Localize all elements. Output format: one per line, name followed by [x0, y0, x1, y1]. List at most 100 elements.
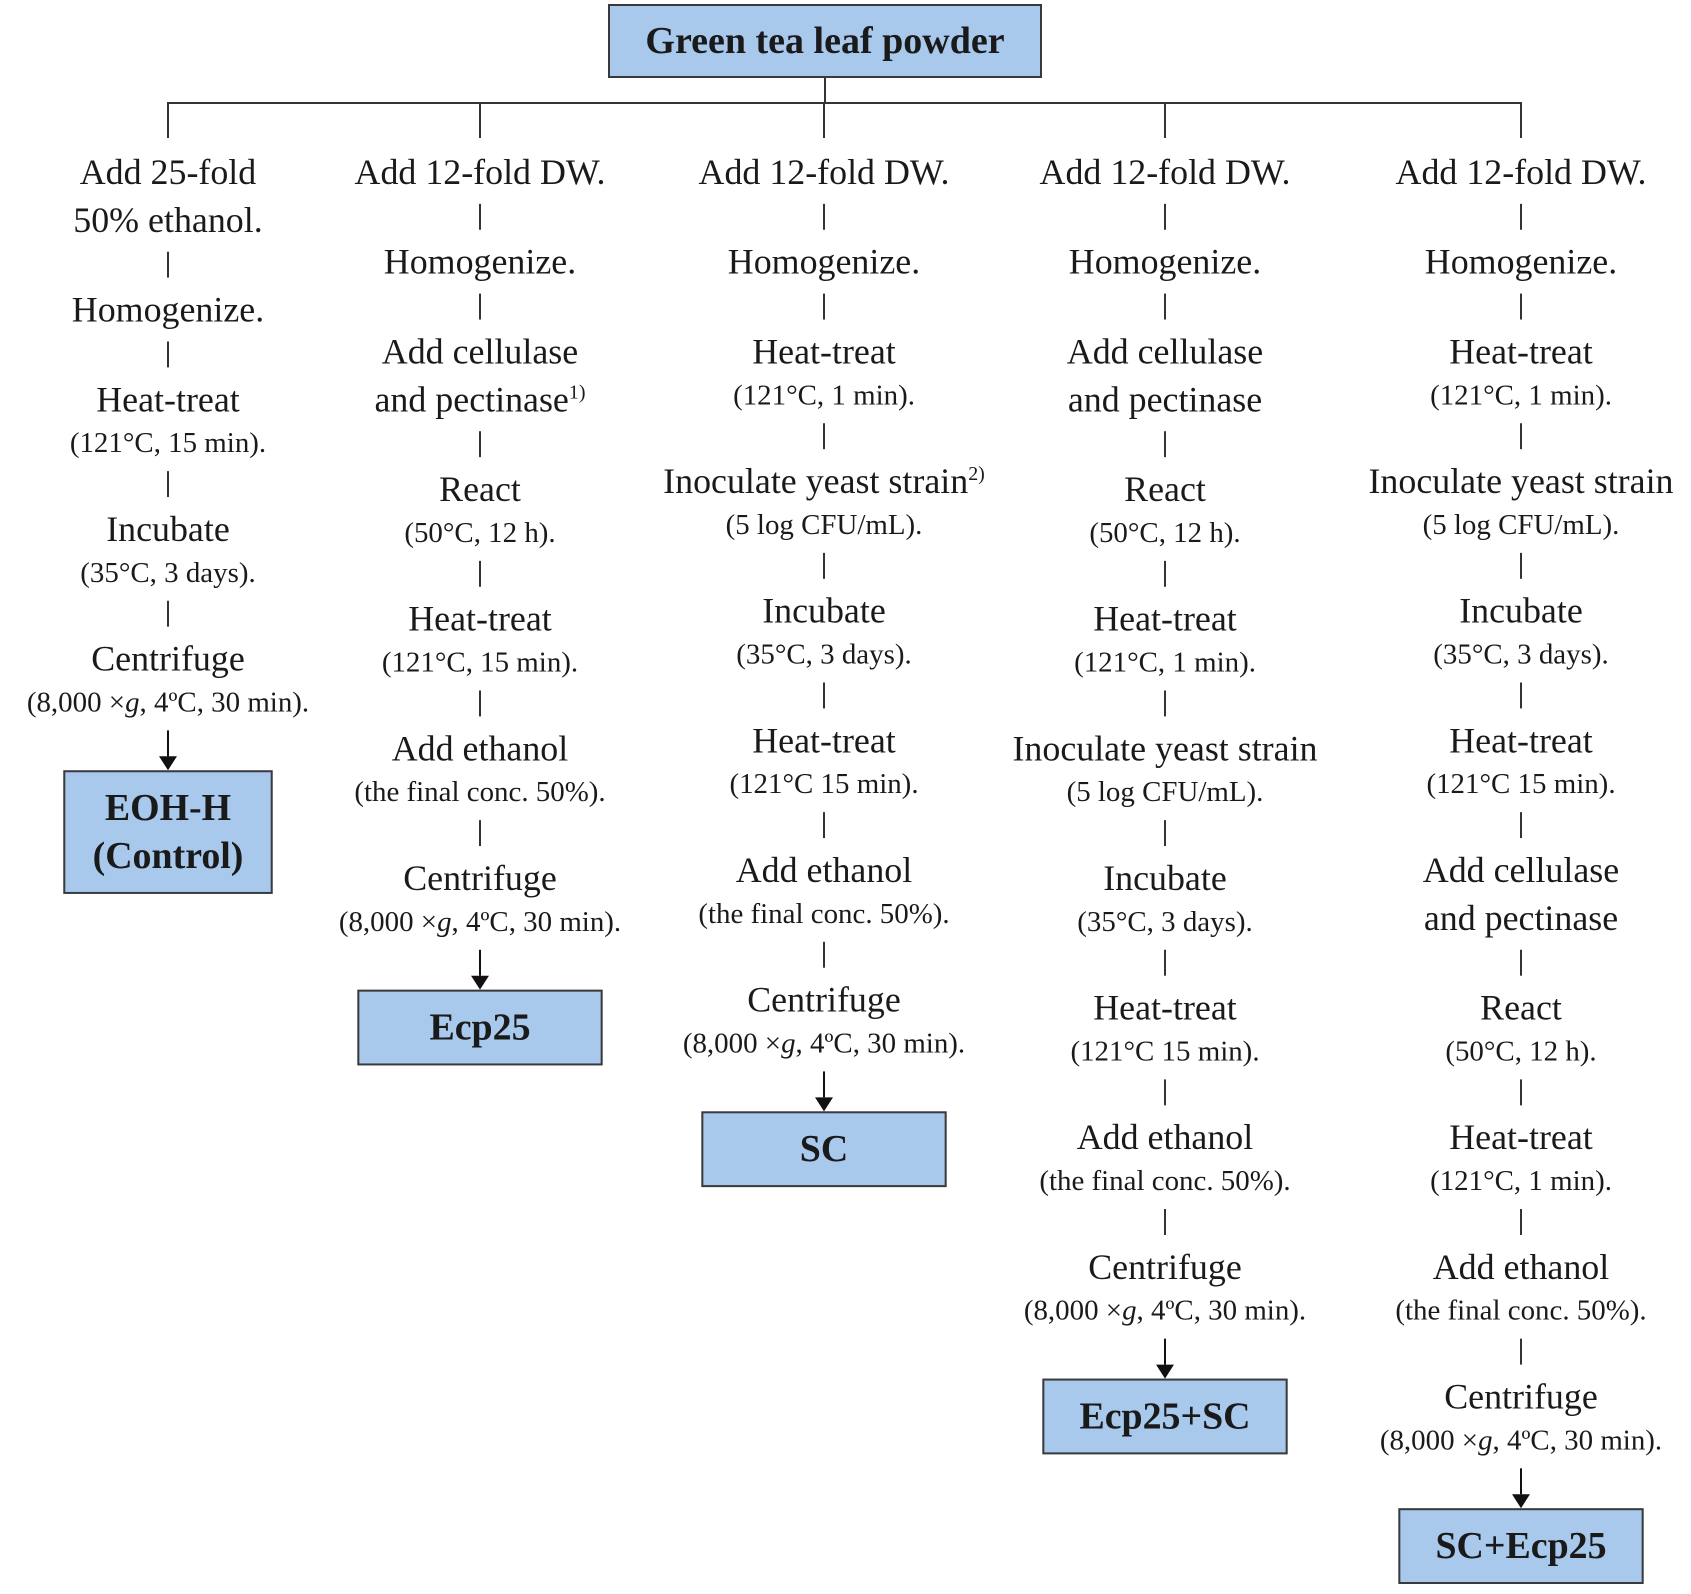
- arrow-down-icon: [159, 730, 177, 771]
- step-label: Heat-treat: [752, 328, 896, 376]
- root-box: Green tea leaf powder: [608, 4, 1042, 78]
- step-label-text: Add 12-fold DW.: [1039, 151, 1291, 192]
- step-label-text: 50% ethanol.: [73, 199, 263, 240]
- step-label-text: Heat-treat: [1449, 720, 1593, 761]
- step-connector: [1164, 1209, 1166, 1235]
- step-label: Add 12-fold DW.: [355, 148, 606, 196]
- step-label-text: Inoculate yeast strain: [1368, 461, 1674, 502]
- process-step: Add ethanol(the final conc. 50%).: [1039, 1113, 1290, 1201]
- step-label-text: Homogenize.: [1424, 241, 1618, 282]
- output-label: SC: [799, 1128, 849, 1171]
- step-label: 50% ethanol.: [73, 196, 262, 244]
- process-step: Incubate(35°C, 3 days).: [1433, 587, 1608, 675]
- process-step: Homogenize.: [1425, 238, 1617, 286]
- process-step: Add 12-fold DW.: [699, 148, 950, 196]
- step-condition: (5 log CFU/mL).: [1422, 508, 1620, 541]
- step-label-text: Heat-treat: [1449, 331, 1593, 372]
- step-label-text: and pectinase: [1067, 379, 1263, 420]
- step-condition: (121°C 15 min).: [1426, 768, 1616, 801]
- step-condition: (121°C 15 min).: [1070, 1035, 1260, 1068]
- step-connector: [167, 600, 169, 627]
- process-step: Homogenize.: [72, 286, 264, 334]
- step-connector: [1520, 1079, 1522, 1106]
- step-condition: (121°C, 1 min).: [733, 379, 915, 412]
- process-step: Add ethanol(the final conc. 50%).: [698, 846, 949, 934]
- step-label: Add cellulase: [1067, 328, 1263, 376]
- step-label: and pectinase1): [374, 375, 585, 423]
- step-label-text: Add cellulase: [381, 331, 579, 372]
- step-label-text: React: [1124, 469, 1206, 509]
- process-step: Heat-treat(121°C, 1 min).: [1074, 595, 1256, 683]
- step-label-text: Centrifuge: [1444, 1376, 1598, 1417]
- step-label: Homogenize.: [1425, 238, 1617, 286]
- step-label-text: Heat-treat: [408, 598, 552, 639]
- output-box: SC: [701, 1111, 947, 1188]
- step-condition: (8,000 ×g, 4ºC, 30 min).: [1023, 1294, 1307, 1327]
- step-condition: (121°C, 15 min).: [69, 427, 267, 460]
- step-label-text: Centrifuge: [91, 638, 245, 679]
- step-label: Heat-treat: [408, 595, 552, 643]
- step-label-text: and pectinase: [1423, 897, 1619, 938]
- process-step: Add ethanol (the final conc. 50%).: [354, 724, 605, 812]
- step-connector: [1164, 690, 1166, 717]
- step-label-text: React: [439, 469, 521, 509]
- step-label: Inoculate yeast strain: [1368, 457, 1673, 505]
- step-label-text: Add ethanol: [391, 728, 569, 769]
- process-step: Heat-treat(121°C, 1 min).: [1430, 328, 1612, 416]
- root-connector: [824, 78, 826, 104]
- step-label-text: Homogenize.: [71, 289, 265, 330]
- process-step: Add 12-fold DW.: [1040, 148, 1291, 196]
- step-label: Centrifuge: [91, 635, 245, 683]
- step-label: Add 25-fold: [80, 148, 256, 196]
- step-label-text: Incubate: [1103, 858, 1227, 898]
- process-step: Heat-treat(121°C, 15 min).: [382, 595, 578, 683]
- step-condition: (the final conc. 50%).: [354, 776, 606, 809]
- step-label: and pectinase: [1068, 375, 1262, 423]
- process-step: Add 12-fold DW.: [355, 148, 606, 196]
- step-connector: [1520, 682, 1522, 709]
- step-label-text: Centrifuge: [1088, 1246, 1242, 1287]
- process-step: Heat-treat(121°C 15 min).: [729, 716, 918, 804]
- step-label: Heat-treat: [1093, 984, 1237, 1032]
- step-connector: [823, 293, 825, 320]
- branch-drop: [1520, 102, 1522, 138]
- step-condition: (8,000 ×g, 4ºC, 30 min).: [682, 1027, 966, 1060]
- step-label: Heat-treat: [1093, 595, 1237, 643]
- step-connector: [1520, 293, 1522, 320]
- footnote-marker: 1): [568, 381, 586, 404]
- step-condition: (50°C, 12 h).: [404, 516, 556, 549]
- output-box: SC+Ecp25: [1398, 1508, 1644, 1584]
- step-connector: [823, 941, 825, 968]
- step-connector: [167, 341, 169, 368]
- step-label: Heat-treat: [752, 716, 896, 764]
- step-label-text: Homogenize.: [1068, 241, 1262, 282]
- output-label: EOH-H: [104, 787, 232, 830]
- step-connector: [1164, 820, 1166, 847]
- step-label-text: Heat-treat: [1449, 1117, 1593, 1158]
- process-step: Inoculate yeast strain(5 log CFU/mL).: [1012, 724, 1317, 812]
- step-connector: [823, 812, 825, 839]
- step-connector: [1520, 203, 1522, 230]
- step-label: Homogenize.: [1069, 238, 1261, 286]
- step-connector: [167, 251, 169, 278]
- process-step: Centrifuge (8,000 ×g, 4ºC, 30 min).: [1024, 1243, 1306, 1331]
- process-step: Incubate(35°C, 3 days).: [80, 505, 255, 593]
- step-condition: (8,000 ×g, 4ºC, 30 min).: [338, 905, 622, 938]
- arrow-down-icon: [1512, 1468, 1530, 1509]
- process-step: Add ethanol(the final conc. 50%).: [1395, 1243, 1646, 1331]
- process-step: Homogenize.: [728, 238, 920, 286]
- step-condition: (5 log CFU/mL).: [725, 508, 923, 541]
- footnote-marker: 2): [968, 463, 985, 486]
- step-label: Centrifuge: [747, 976, 901, 1024]
- process-step: Heat-treat(121°C, 1 min).: [733, 328, 915, 416]
- step-connector: [479, 690, 481, 717]
- step-label: Add 12-fold DW.: [1040, 148, 1291, 196]
- process-column: Add 12-fold DW.Homogenize.Heat-treat(121…: [1342, 148, 1691, 1584]
- step-label: Heat-treat: [1449, 1113, 1593, 1161]
